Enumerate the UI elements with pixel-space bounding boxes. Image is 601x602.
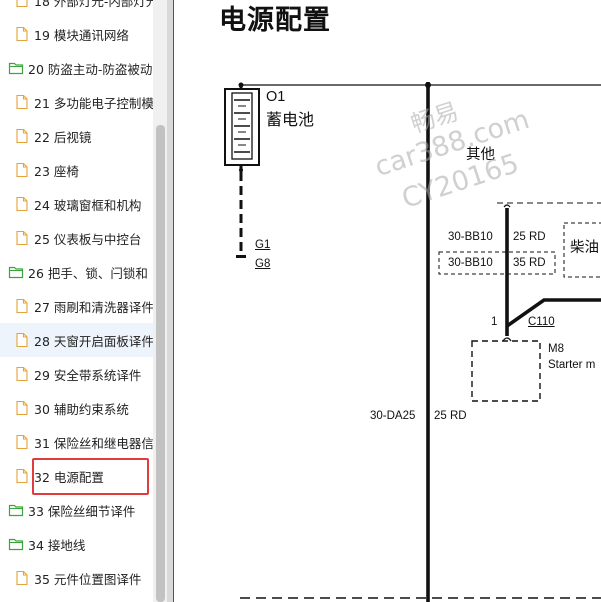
tree-item[interactable]: 32 电源配置 (0, 459, 153, 493)
other-label: 其他 (466, 147, 495, 163)
wiring-diagram (224, 82, 601, 602)
tree-item-label: 24 玻璃窗框和机构 (34, 197, 142, 213)
page-title: 电源配置 (219, 5, 331, 36)
battery-symbol (224, 88, 260, 166)
folder-icon (8, 536, 24, 552)
tree-item-label: 20 防盗主动-防盗被动 (28, 61, 153, 77)
document-icon (14, 0, 30, 8)
wire-da25-size: 25 RD (434, 410, 467, 422)
tree-item-label: 31 保险丝和继电器信 (34, 435, 153, 451)
document-icon (14, 162, 30, 178)
starter-box (471, 340, 541, 402)
document-icon (14, 570, 30, 586)
document-gutter (167, 0, 174, 602)
document-page: 电源配置 (174, 0, 601, 602)
wire-da25: 30-DA25 (370, 410, 416, 422)
document-icon (14, 26, 30, 42)
folder-icon (8, 60, 24, 76)
tree-item-label: 29 安全带系统译件 (34, 367, 142, 383)
battery-node (238, 82, 244, 88)
tree-item-label: 35 元件位置图译件 (34, 571, 142, 587)
starter-name: Starter m (548, 359, 596, 371)
folder-icon (8, 502, 24, 518)
chapter-tree: 18 外部灯光-内部灯光 19 模块通讯网络 20 防盗主动-防盗被动 21 多功能电… (0, 0, 153, 602)
selected-item-highlight (32, 458, 149, 495)
document-icon (14, 332, 30, 348)
diesel-box (563, 222, 601, 278)
tree-item-label: 21 多功能电子控制模块 (34, 95, 153, 111)
tree-item[interactable]: 22 后视镜 (0, 119, 153, 153)
tree-item[interactable]: 26 把手、锁、闩锁和 (0, 255, 153, 289)
document-icon (14, 128, 30, 144)
tree-item-label: 28 天窗开启面板译件 (34, 333, 153, 349)
document-icon (14, 366, 30, 382)
tree-item-label: 22 后视镜 (34, 129, 92, 145)
document-icon (14, 434, 30, 450)
tree-item-label: 19 模块通讯网络 (34, 27, 129, 43)
tree-item[interactable]: 34 接地线 (0, 527, 153, 561)
document-icon (14, 196, 30, 212)
tree-item[interactable]: 30 辅助约束系统 (0, 391, 153, 425)
tree-item[interactable]: 31 保险丝和继电器信 (0, 425, 153, 459)
tree-item-label: 32 电源配置 (34, 469, 104, 485)
ground-symbol (236, 255, 246, 258)
tree-item-label: 26 把手、锁、闩锁和 (28, 265, 148, 281)
tree-item-label: 27 雨刷和清洗器译件 (34, 299, 153, 315)
tree-scrollbar-thumb[interactable] (156, 125, 165, 602)
tree-item[interactable]: 27 雨刷和清洗器译件 (0, 289, 153, 323)
wire-bb10-25: 30-BB10 (448, 231, 493, 243)
document-icon (14, 468, 30, 484)
tree-item[interactable]: 19 模块通讯网络 (0, 17, 153, 51)
bb10-35-box (438, 251, 556, 275)
document-icon (14, 400, 30, 416)
tree-item[interactable]: 29 安全带系统译件 (0, 357, 153, 391)
tree-item[interactable]: 24 玻璃窗框和机构 (0, 187, 153, 221)
tree-item[interactable]: 23 座椅 (0, 153, 153, 187)
tree-scrollbar[interactable] (153, 0, 167, 602)
tree-item-label: 23 座椅 (34, 163, 79, 179)
battery-id: O1 (266, 89, 286, 105)
starter-id: M8 (548, 343, 564, 355)
ground-g8: G8 (255, 258, 271, 270)
battery-name: 蓄电池 (266, 112, 315, 129)
tree-item[interactable]: 33 保险丝细节译件 (0, 493, 153, 527)
starter-feed-branch (505, 298, 601, 328)
tree-item-label: 25 仪表板与中控台 (34, 231, 142, 247)
tree-item[interactable]: 20 防盗主动-防盗被动 (0, 51, 153, 85)
folder-icon (8, 264, 24, 280)
tree-item[interactable]: 28 天窗开启面板译件 (0, 323, 153, 357)
tree-item-label: 30 辅助约束系统 (34, 401, 129, 417)
diesel-label: 柴油 (570, 240, 599, 256)
wire-bb10-25-size: 25 RD (513, 231, 546, 243)
connector-pin: 1 (491, 316, 498, 328)
document-icon (14, 94, 30, 110)
tree-item[interactable]: 18 外部灯光-内部灯光 (0, 0, 153, 17)
wire-bb10-35-size: 35 RD (513, 257, 546, 269)
tree-item[interactable]: 25 仪表板与中控台 (0, 221, 153, 255)
tree-item[interactable]: 21 多功能电子控制模块 (0, 85, 153, 119)
tree-item-label: 34 接地线 (28, 537, 86, 553)
tree-item[interactable]: 35 元件位置图译件 (0, 561, 153, 595)
wire-bb10-35: 30-BB10 (448, 257, 493, 269)
document-icon (14, 298, 30, 314)
tree-item-label: 18 外部灯光-内部灯光 (34, 0, 153, 9)
document-icon (14, 230, 30, 246)
ground-g1: G1 (255, 239, 271, 251)
connector-id: C110 (528, 316, 555, 328)
tree-item-label: 33 保险丝细节译件 (28, 503, 136, 519)
